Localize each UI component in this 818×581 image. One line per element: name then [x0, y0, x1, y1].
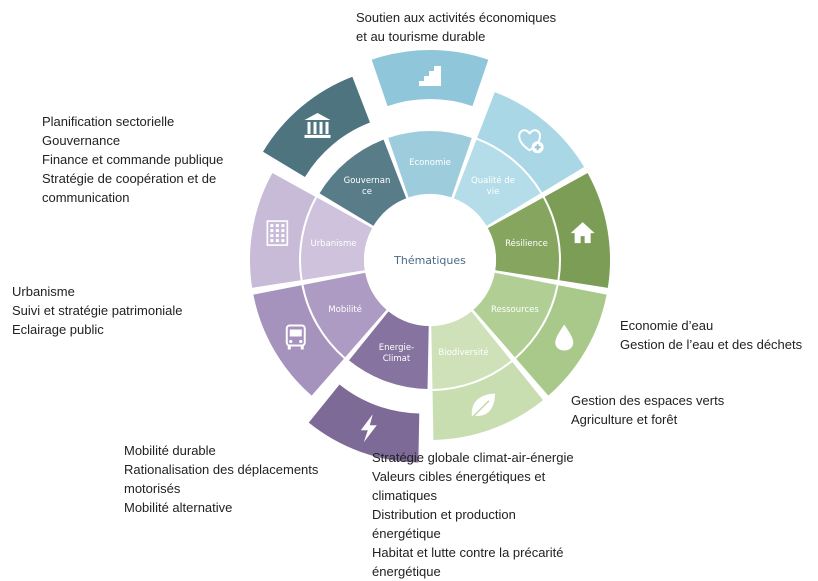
description-line: Habitat et lutte contre la précarité — [372, 545, 564, 560]
segment-ressources: Ressources — [473, 272, 607, 396]
description-line: Suivi et stratégie patrimoniale — [12, 303, 183, 318]
description-line: Planification sectorielle — [42, 114, 175, 129]
segment-label: Mobilité — [328, 304, 362, 315]
segment-economie: Economie — [371, 49, 489, 198]
inner-sector-urbanisme — [301, 197, 373, 280]
description-line: Rationalisation des déplacements — [124, 462, 319, 477]
outer-sector-mobilite — [253, 285, 344, 396]
description-line: Gouvernance — [42, 133, 121, 148]
segment-label: Energie-Climat — [379, 343, 414, 364]
leaf-icon — [470, 393, 496, 420]
institution-icon — [304, 112, 331, 138]
description-line: Stratégie globale climat-air-énergie — [372, 450, 574, 465]
segment-label: Ressources — [491, 305, 539, 315]
inner-sector-gouvernance — [319, 139, 407, 226]
description-line: communication — [42, 190, 130, 205]
description-line: Distribution et production — [372, 507, 516, 522]
descriptions-economie: Soutien aux activités économiques et au t… — [356, 8, 556, 46]
segment-biodiversite: Biodiversité — [431, 311, 544, 440]
segment-energie-climat: Energie-Climat — [308, 311, 429, 463]
house-icon — [570, 222, 595, 244]
description-line: Soutien aux activités économiques — [356, 10, 557, 25]
segment-resilience: Résilience — [487, 173, 610, 288]
description-line: Urbanisme — [12, 284, 75, 299]
segment-label: Résilience — [505, 238, 548, 249]
segment-label: Urbanisme — [310, 239, 356, 249]
description-line: et au tourisme durable — [356, 29, 486, 44]
description-line: Agriculture et forêt — [571, 412, 678, 427]
description-line: Economie d’eau — [620, 318, 714, 333]
description-line: Valeurs cibles énergétiques et — [372, 469, 546, 484]
outer-sector-qualite-de-vie — [477, 92, 585, 193]
center-disc — [364, 194, 496, 326]
segment-label: Biodiversité — [438, 347, 488, 358]
water-drop-icon — [555, 324, 574, 351]
description-line: climatiques — [372, 488, 438, 503]
inner-sector-mobilite — [303, 272, 387, 358]
segment-urbanisme: Urbanisme — [250, 173, 373, 288]
segment-label: Economie — [409, 158, 451, 168]
description-line: Finance et commande publique — [42, 152, 224, 167]
description-line: énergétique — [372, 526, 441, 541]
inner-sector-economie — [388, 131, 472, 198]
description-line: Gestion de l’eau et des déchets — [620, 337, 803, 352]
bus-icon — [285, 324, 306, 350]
description-line: motorisés — [124, 481, 181, 496]
description-line: Gestion des espaces verts — [571, 393, 725, 408]
stairs-icon — [419, 66, 441, 86]
outer-sector-energie-climat — [308, 384, 420, 463]
description-line: Eclairage public — [12, 322, 104, 337]
inner-sector-ressources — [473, 272, 557, 358]
inner-sector-resilience — [487, 197, 559, 280]
building-icon — [266, 220, 289, 246]
description-line: Mobilité durable — [124, 443, 216, 458]
description-line: Stratégie de coopération et de — [42, 171, 217, 186]
heart-plus-icon — [518, 129, 544, 154]
description-line: Mobilité alternative — [124, 500, 233, 515]
inner-sector-biodiversite — [431, 311, 512, 389]
inner-sector-energie-climat — [348, 311, 429, 389]
inner-sector-qualite-de-vie — [453, 139, 541, 226]
center-label: Thématiques — [393, 254, 466, 267]
description-line: énergétique — [372, 564, 441, 579]
lightning-icon — [360, 414, 377, 443]
segment-mobilite: Mobilité — [253, 272, 387, 396]
